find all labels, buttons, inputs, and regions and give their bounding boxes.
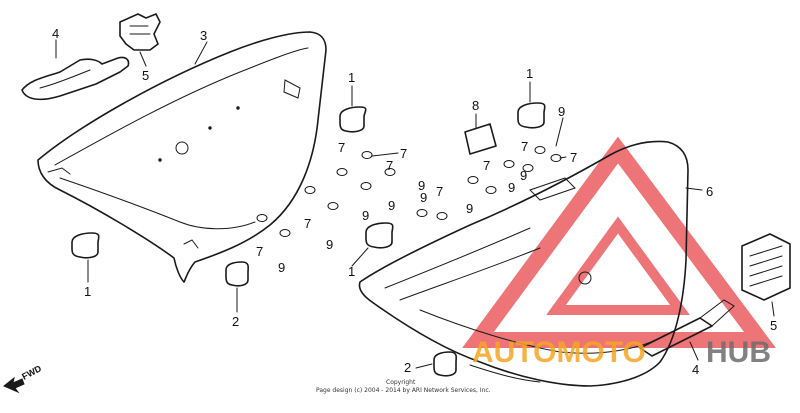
callout-7-g: 7 xyxy=(521,139,528,154)
clip-plate-right xyxy=(741,233,791,301)
watermark-automoto: AUTOMOTO xyxy=(472,336,646,369)
callout-7-h: 7 xyxy=(570,150,577,165)
callout-9-b: 9 xyxy=(326,237,333,252)
callout-9-h: 9 xyxy=(508,180,515,195)
callout-1-right: 1 xyxy=(526,66,533,81)
callout-7-c: 7 xyxy=(304,216,311,231)
watermark-logo xyxy=(462,136,776,348)
callout-9-g: 9 xyxy=(466,201,473,216)
callout-7-i: 7 xyxy=(386,158,393,173)
callout-1-top: 1 xyxy=(348,70,355,85)
callout-6: 6 xyxy=(706,184,713,199)
callout-4-bolt: 4 xyxy=(692,362,699,377)
callout-1-center: 1 xyxy=(348,264,355,279)
bolt-right xyxy=(639,299,735,357)
callout-9-e: 9 xyxy=(418,178,425,193)
watermark-hub: HUB xyxy=(706,336,771,369)
callout-9-j: 9 xyxy=(558,104,565,119)
forward-arrow: FWD xyxy=(3,363,43,394)
callout-5-left: 5 xyxy=(142,68,149,83)
callout-2-left: 2 xyxy=(232,314,239,329)
callout-9-i: 9 xyxy=(520,168,527,183)
callout-3: 3 xyxy=(200,28,207,43)
callout-7-d: 7 xyxy=(256,244,263,259)
callout-7-f: 7 xyxy=(483,158,490,173)
callout-8: 8 xyxy=(472,98,479,113)
callout-4-emblem: 4 xyxy=(52,26,59,41)
callout-1-left: 1 xyxy=(84,284,91,299)
callout-9-d: 9 xyxy=(388,198,395,213)
callout-7-b: 7 xyxy=(400,146,407,161)
callout-5-right: 5 xyxy=(770,318,777,333)
callout-9-f: 9 xyxy=(420,190,427,205)
fwd-label: FWD xyxy=(20,363,43,382)
washers xyxy=(256,146,562,237)
caution-label xyxy=(464,123,497,155)
grommet-part1 xyxy=(71,102,546,259)
leader-lines xyxy=(55,39,775,369)
callout-7-a: 7 xyxy=(338,140,345,155)
copyright-notice: Page design (c) 2004 - 2014 by ARI Netwo… xyxy=(316,387,491,394)
tag-plate-left xyxy=(119,13,161,51)
emblem-left xyxy=(21,56,130,101)
copyright-label: Copyright xyxy=(386,379,416,386)
right-side-cover xyxy=(358,140,689,387)
watermark-text: AUTOMOTO HUB xyxy=(472,336,771,369)
callout-9-a: 9 xyxy=(278,260,285,275)
left-side-cover xyxy=(37,31,327,283)
callout-9-c: 9 xyxy=(362,208,369,223)
damper-part2 xyxy=(225,261,458,377)
callout-numbers: 1 1 1 1 2 2 3 4 4 5 5 6 7 7 7 7 7 7 7 7 … xyxy=(52,26,777,377)
callout-2-bottom: 2 xyxy=(404,360,411,375)
callout-7-e: 7 xyxy=(436,184,443,199)
